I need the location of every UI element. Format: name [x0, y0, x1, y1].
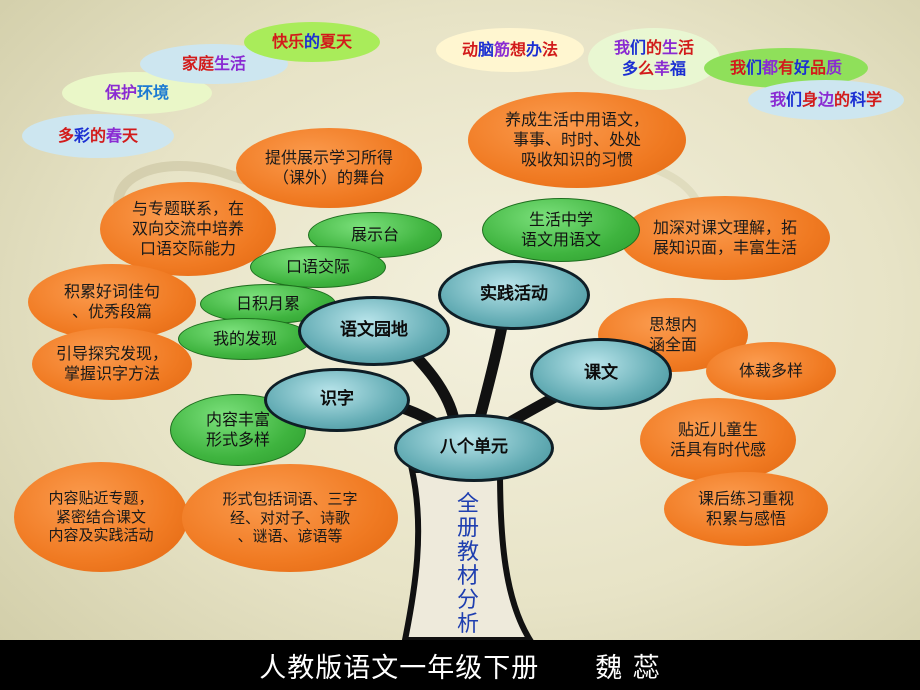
node-wode-faxian: 我的发现 [178, 318, 312, 360]
topic-women-shenghuo: 我们的生活多么幸福 [588, 28, 720, 90]
hub-kewen: 课文 [530, 338, 672, 410]
trunk-label: 全册教材分析 [456, 492, 479, 637]
node-shenghuo-yuwen: 生活中学 语文用语文 [482, 198, 640, 262]
node-yindao-tanjiu: 引导探究发现， 掌握识字方法 [32, 328, 192, 400]
topic-label: 保护环境 [104, 82, 170, 102]
topic-label: 我们的生活多么幸福 [613, 38, 695, 78]
node-kouyu-jiaoji: 口语交际 [250, 246, 386, 288]
topic-label: 动脑筋想办法 [461, 39, 559, 59]
topic-label: 我们都有好品质 [729, 57, 843, 77]
hub-shizi: 识字 [264, 368, 410, 432]
node-ticai-duoyang: 体裁多样 [706, 342, 836, 400]
node-tigong-wutai: 提供展示学习所得 （课外）的舞台 [236, 128, 422, 208]
topic-label: 快乐的夏天 [271, 31, 353, 51]
topic-shenbian-kexue: 我们身边的科学 [748, 80, 904, 120]
hub-bage-danyuan: 八个单元 [394, 414, 554, 482]
topic-label: 家庭生活 [181, 53, 247, 73]
topic-dongnao-jin: 动脑筋想办法 [436, 28, 584, 72]
node-jilei-haoci: 积累好词佳句 、优秀段篇 [28, 264, 196, 340]
node-tiejin-ertong: 贴近儿童生 活具有时代感 [640, 398, 796, 482]
topic-label: 我们身边的科学 [769, 89, 883, 109]
node-yuzhuanti: 与专题联系，在 双向交流中培养 口语交际能力 [100, 182, 276, 276]
node-kehou-lianxi: 课后练习重视 积累与感悟 [664, 472, 828, 546]
node-jiashen-lijie: 加深对课文理解，拓 展知识面，丰富生活 [620, 196, 830, 280]
hub-yuwen-yuandi: 语文园地 [298, 296, 450, 366]
topic-kuaile-xiatian: 快乐的夏天 [244, 22, 380, 62]
footer-title: 人教版语文一年级下册 魏 蕊 [259, 652, 661, 684]
footer-bar: 人教版语文一年级下册 魏 蕊 [0, 640, 920, 690]
node-yangcheng-xiguan: 养成生活中用语文， 事事、时时、处处 吸收知识的习惯 [468, 92, 686, 188]
hub-shijian-huodong: 实践活动 [438, 260, 590, 330]
node-xingshi-baokuo: 形式包括词语、三字 经、对对子、诗歌 、谜语、谚语等 [182, 464, 398, 572]
topic-baohu-huanjing: 保护环境 [62, 72, 212, 114]
topic-duocai-chuntian: 多彩的春天 [22, 114, 174, 158]
topic-label: 多彩的春天 [57, 125, 139, 145]
node-neirong-tiejin: 内容贴近专题， 紧密结合课文 内容及实践活动 [14, 462, 188, 572]
